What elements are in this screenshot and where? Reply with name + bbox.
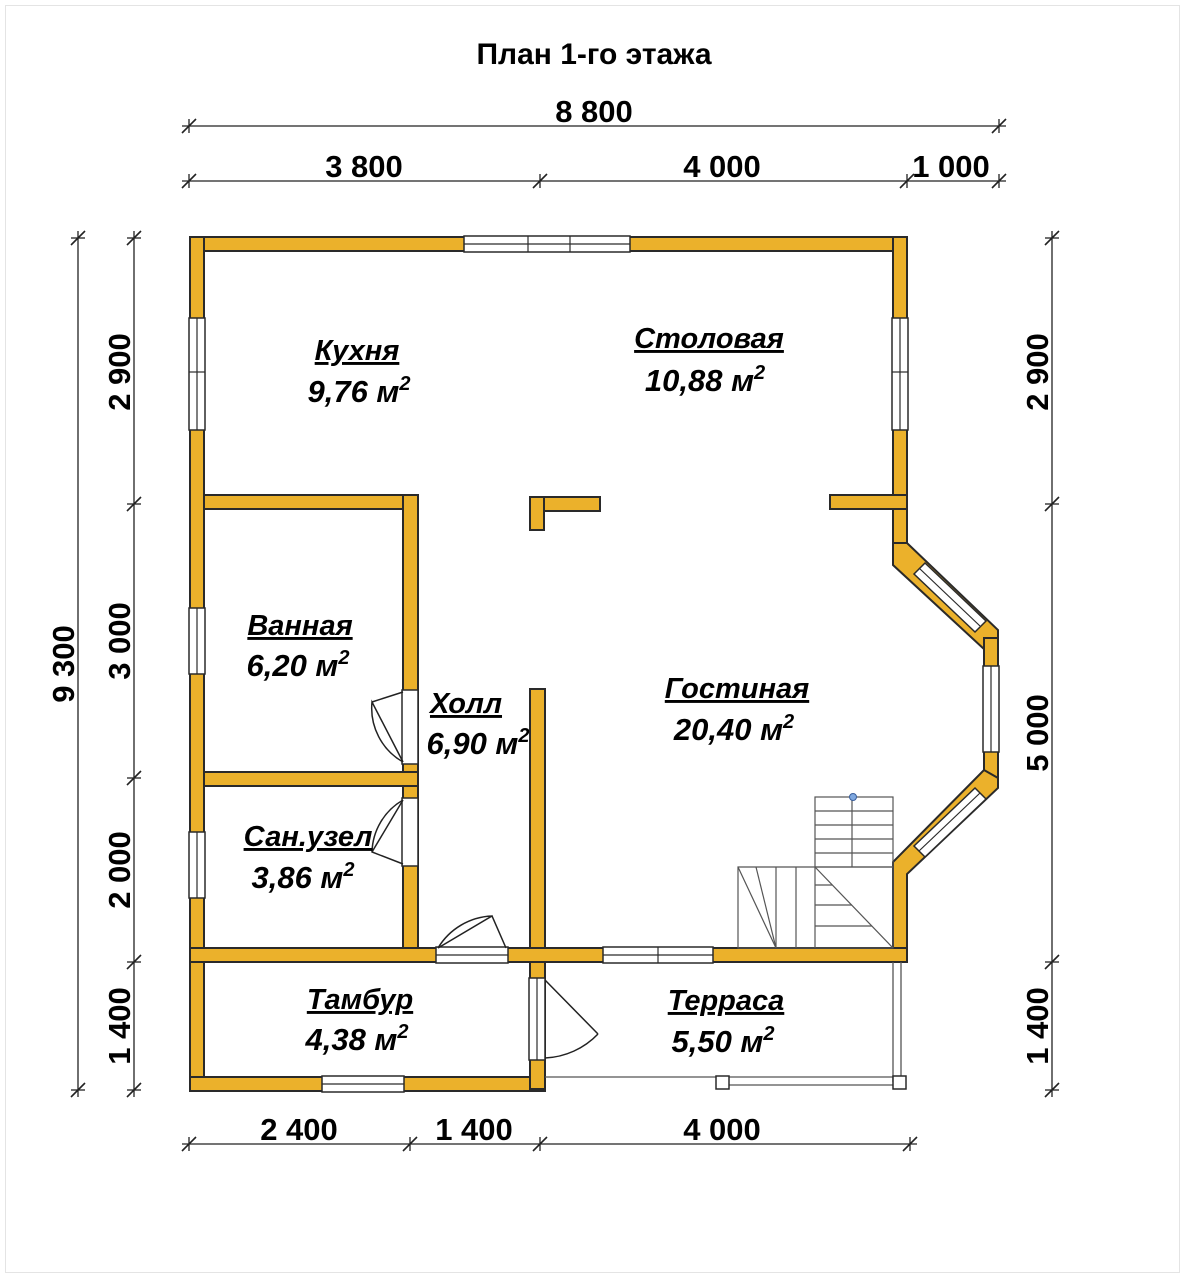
room-wc: Сан.узел 3,86 м2: [244, 821, 373, 895]
doors: [370, 691, 599, 1059]
room-name: Тамбур: [307, 984, 413, 1016]
door-bathroom: [370, 691, 404, 763]
dim-bottom-segment: 2 400: [260, 1112, 338, 1147]
room-name: Сан.узел: [244, 821, 373, 853]
room-bathroom: Ванная 6,20 м2: [246, 610, 352, 683]
window-bathroom-left: [188, 607, 206, 675]
window-kitchen-left: [188, 317, 206, 431]
room-name: Холл: [428, 688, 502, 720]
room-area: 6,90 м2: [426, 725, 529, 761]
dim-top-segment: 1 000: [912, 149, 990, 184]
room-area: 5,50 м2: [671, 1023, 774, 1059]
room-area: 20,40 м2: [673, 711, 794, 747]
room-name: Кухня: [315, 335, 400, 367]
room-area: 4,38 м2: [304, 1021, 408, 1057]
room-hall: Холл 6,90 м2: [426, 688, 529, 761]
room-name: Ванная: [247, 610, 352, 642]
dim-right-segment: 5 000: [1020, 694, 1055, 772]
room-name: Терраса: [668, 985, 785, 1017]
dim-bottom-segment: 1 400: [435, 1112, 513, 1147]
door-hall-entrance: [437, 914, 507, 949]
window-hall-bottom: [435, 946, 509, 964]
dim-right-segment: 1 400: [1020, 987, 1055, 1065]
plan-title: План 1-го этажа: [476, 38, 711, 71]
dimension-top-segments: 3 800 4 000 1 000: [181, 149, 1007, 189]
room-living: Гостиная 20,40 м2: [665, 673, 809, 747]
room-area: 3,86 м2: [251, 859, 354, 895]
staircase: [737, 793, 894, 949]
window-vestibule-bottom: [321, 1075, 405, 1093]
dim-right-segment: 2 900: [1020, 333, 1055, 411]
window-bay-upper: [912, 561, 988, 634]
room-kitchen: Кухня 9,76 м2: [307, 335, 410, 409]
room-terrace: Терраса 5,50 м2: [668, 985, 785, 1059]
room-area: 9,76 м2: [307, 373, 410, 409]
dimension-left-segments: 2 900 3 000 2 000 1 400: [102, 230, 142, 1098]
door-opening-bath: [401, 689, 419, 765]
dimension-bottom-segments: 2 400 1 400 4 000: [181, 1112, 918, 1152]
dim-left-segment: 2 000: [102, 831, 137, 909]
dim-top-segment: 3 800: [325, 149, 403, 184]
dimension-left-total: 9 300: [46, 230, 86, 1098]
room-dining: Столовая 10,88 м2: [634, 323, 784, 398]
room-area: 10,88 м2: [645, 362, 765, 398]
dim-left-segment: 2 900: [102, 333, 137, 411]
dim-bottom-segment: 4 000: [683, 1112, 761, 1147]
door-wc: [371, 799, 404, 865]
window-top: [463, 235, 631, 253]
frame-border: [5, 5, 1180, 1273]
room-name: Столовая: [634, 323, 784, 355]
dimension-top-total: 8 800: [181, 94, 1007, 134]
terrace-railing: [545, 962, 907, 1090]
door-opening-wc: [401, 797, 419, 867]
window-dining-right: [891, 317, 909, 431]
dimension-right-segments: 2 900 5 000 1 400: [1020, 230, 1060, 1098]
window-bay-vertical: [982, 665, 1000, 753]
window-bay-lower: [912, 786, 988, 859]
dim-left-segment: 3 000: [102, 602, 137, 680]
window-wc-left: [188, 831, 206, 899]
dim-left-segment: 1 400: [102, 987, 137, 1065]
room-name: Гостиная: [665, 673, 809, 705]
door-vestibule: [544, 979, 599, 1059]
windows: [188, 235, 1000, 1093]
room-vestibule: Тамбур 4,38 м2: [304, 984, 413, 1057]
dim-top-segment: 4 000: [683, 149, 761, 184]
door-opening-vestibule: [528, 977, 546, 1061]
window-living-bottom: [602, 946, 714, 964]
dim-total-width: 8 800: [555, 94, 633, 129]
room-area: 6,20 м2: [246, 647, 349, 683]
dim-total-height: 9 300: [46, 625, 81, 703]
